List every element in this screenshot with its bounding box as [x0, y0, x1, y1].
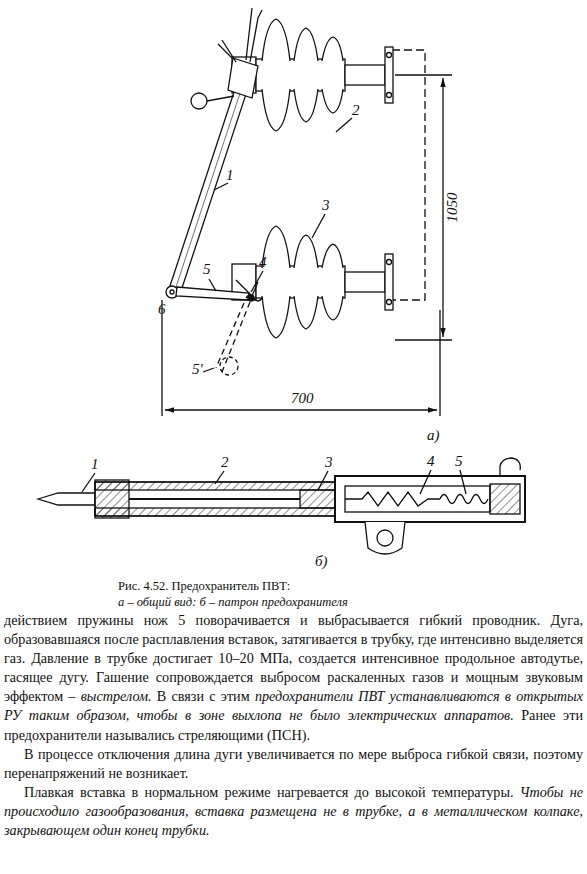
- callout-number: 1: [226, 168, 234, 183]
- callout-number: 5: [203, 262, 211, 277]
- callout-number: 6: [158, 302, 166, 317]
- callout-number: 1: [91, 457, 99, 472]
- body-text: действием пружины нож 5 поворачивается и…: [4, 611, 583, 840]
- callout-number: 4: [259, 255, 267, 270]
- body-text-segment: Плавкая вставка в нормальном режиме нагр…: [24, 784, 514, 800]
- dimension: 700: [291, 391, 314, 406]
- figure-label: б): [315, 554, 328, 569]
- figure-label: а): [427, 428, 440, 443]
- callout-number: 2: [352, 103, 360, 118]
- figure-caption: Рис. 4.52. Предохранитель ПВТ:: [118, 580, 290, 593]
- callout-number: 3: [325, 455, 333, 470]
- paragraph: действием пружины нож 5 поворачивается и…: [4, 611, 583, 745]
- body-text-segment: выстрелом.: [81, 688, 152, 704]
- paragraph: В процессе отключения длина дуги увеличи…: [4, 745, 583, 783]
- body-text-segment: В связи с этим: [157, 688, 250, 704]
- body-text-segment: В процессе отключения длина дуги увеличи…: [4, 746, 583, 781]
- caption-subline: а – общий вид: б – патрон предохранителя: [118, 596, 348, 609]
- callout-number: 3: [322, 198, 330, 213]
- paragraph: Плавкая вставка в нормальном режиме нагр…: [4, 783, 583, 840]
- callout-number: 5: [455, 454, 463, 469]
- callout-number: 5': [192, 362, 203, 377]
- callout-number: 2: [221, 455, 229, 470]
- callout-number: 4: [427, 454, 435, 469]
- dimension: 1050: [445, 193, 460, 223]
